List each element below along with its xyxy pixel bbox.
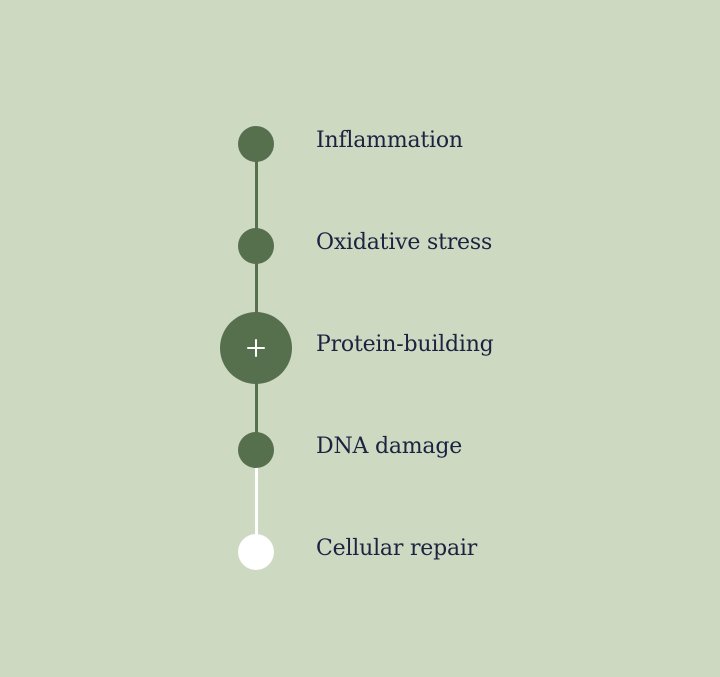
step-label-inflammation[interactable]: Inflammation — [316, 128, 463, 153]
step-label-protein-building[interactable]: Protein-building — [316, 332, 494, 357]
step-label-dna-damage[interactable]: DNA damage — [316, 434, 463, 459]
step-label-oxidative-stress[interactable]: Oxidative stress — [316, 230, 493, 255]
timeline-connector — [255, 246, 258, 348]
timeline-connector — [255, 144, 258, 246]
step-node-inflammation[interactable] — [238, 126, 274, 162]
step-label-cellular-repair[interactable]: Cellular repair — [316, 536, 478, 561]
step-node-cellular-repair[interactable] — [238, 534, 274, 570]
plus-icon — [247, 339, 265, 357]
timeline-connector — [255, 450, 258, 552]
expand-step-button[interactable] — [220, 312, 292, 384]
step-node-dna-damage[interactable] — [238, 432, 274, 468]
step-node-oxidative-stress[interactable] — [238, 228, 274, 264]
timeline-connector — [255, 348, 258, 450]
